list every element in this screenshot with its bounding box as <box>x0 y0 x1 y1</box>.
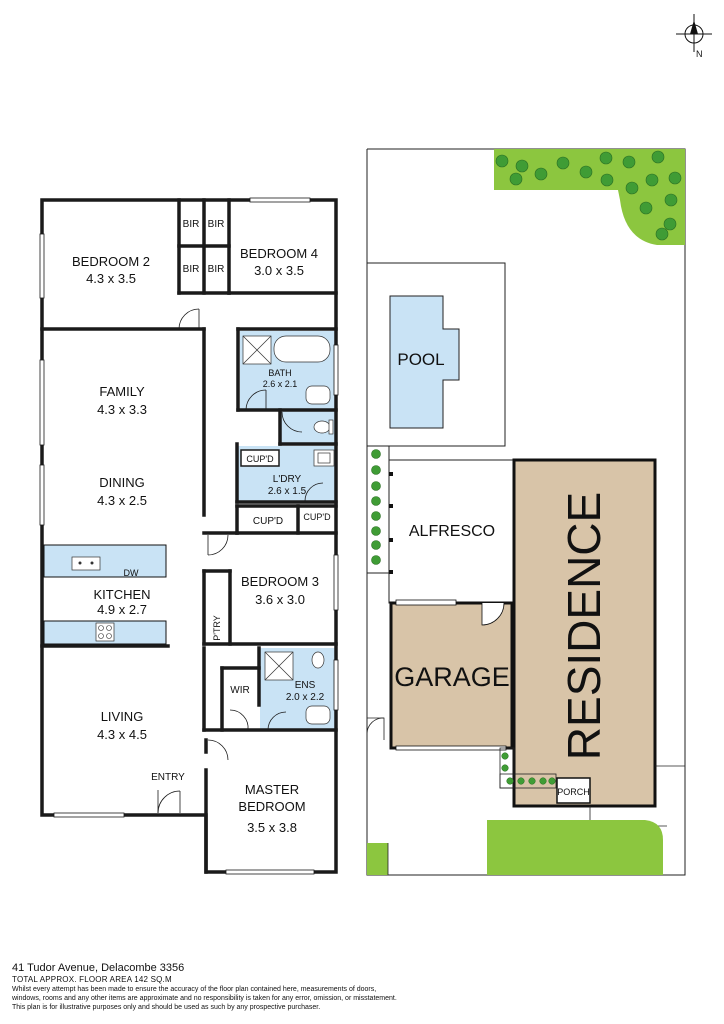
garage-label: GARAGE <box>394 662 510 692</box>
cupd-label-2: CUP'D <box>253 516 283 527</box>
bedroom2-name: BEDROOM 2 <box>72 254 150 269</box>
bath-name: BATH <box>268 368 291 378</box>
living-dims: 4.3 x 4.5 <box>97 727 147 742</box>
bedroom4-dims: 3.0 x 3.5 <box>254 263 304 278</box>
kitchen-dims: 4.9 x 2.7 <box>97 602 147 617</box>
porch <box>556 777 591 804</box>
dishwasher-label: DW <box>124 568 139 578</box>
compass-icon: N <box>676 14 712 59</box>
bedroom4-name: BEDROOM 4 <box>240 246 318 261</box>
family-dims: 4.3 x 3.3 <box>97 402 147 417</box>
property-address: 41 Tudor Avenue, Delacombe 3356 <box>12 962 185 974</box>
wir-label: WIR <box>230 685 249 696</box>
pool <box>389 295 460 429</box>
disclaimer-line-2: windows, rooms and any other items are a… <box>12 995 397 1002</box>
walls <box>40 198 338 874</box>
site-plan: POOL ALFRESCO GARAGE RESIDENCE <box>366 148 686 876</box>
residence-label: RESIDENCE <box>558 492 610 760</box>
alfresco <box>388 459 515 604</box>
pantry-label: P'TRY <box>212 615 222 641</box>
ensuite-dims: 2.0 x 2.2 <box>286 692 325 703</box>
cupd-label-3: CUP'D <box>303 512 331 522</box>
front-lawn <box>487 820 663 875</box>
disclaimer-line-1: Whilst every attempt has been made to en… <box>12 986 377 993</box>
entry-label: ENTRY <box>151 772 185 783</box>
garden-trees <box>495 150 682 241</box>
bir-label-1: BIR <box>183 219 200 230</box>
total-floor-area: TOTAL APPROX. FLOOR AREA 142 SQ.M <box>12 975 172 984</box>
bath-dims: 2.6 x 2.1 <box>263 379 298 389</box>
master-name-1: MASTER <box>245 782 299 797</box>
bedroom2-dims: 4.3 x 3.5 <box>86 271 136 286</box>
bedroom3-dims: 3.6 x 3.0 <box>255 592 305 607</box>
sink-icon <box>71 556 101 571</box>
hedge-trees <box>371 449 381 565</box>
plan-footer: 41 Tudor Avenue, Delacombe 3356 TOTAL AP… <box>12 962 712 1012</box>
master-dims: 3.5 x 3.8 <box>247 820 297 835</box>
bir-label-2: BIR <box>208 219 225 230</box>
bir-label-3: BIR <box>183 264 200 275</box>
residence <box>512 458 657 808</box>
dining-name: DINING <box>99 475 145 490</box>
house-floor-plan: BEDROOM 2 4.3 x 3.5 BIR BIR BIR BIR BEDR… <box>39 197 339 875</box>
disclaimer-line-3: This plan is for illustrative purposes o… <box>12 1004 321 1011</box>
pool-label: POOL <box>397 350 444 369</box>
garage <box>389 601 514 750</box>
doors <box>157 308 324 814</box>
laundry-dims: 2.6 x 1.5 <box>268 486 307 497</box>
family-name: FAMILY <box>99 384 145 399</box>
windows <box>39 197 339 875</box>
living-name: LIVING <box>101 709 144 724</box>
cooktop-icon <box>95 622 115 642</box>
kitchen-bench-top <box>43 544 167 578</box>
ensuite-name: ENS <box>295 680 316 691</box>
bath-fixtures <box>242 335 335 725</box>
porch-label: PORCH <box>557 787 590 797</box>
master-name-2: BEDROOM <box>238 799 305 814</box>
dining-dims: 4.3 x 2.5 <box>97 493 147 508</box>
side-lawn <box>367 843 388 875</box>
path-plants <box>501 752 556 785</box>
alfresco-label: ALFRESCO <box>409 523 495 540</box>
bir-label-4: BIR <box>208 264 225 275</box>
compass-north-label: N <box>696 49 703 59</box>
bedroom3-name: BEDROOM 3 <box>241 574 319 589</box>
cupd-label-1: CUP'D <box>246 454 274 464</box>
kitchen-name: KITCHEN <box>93 587 150 602</box>
laundry-name: L'DRY <box>273 474 302 485</box>
